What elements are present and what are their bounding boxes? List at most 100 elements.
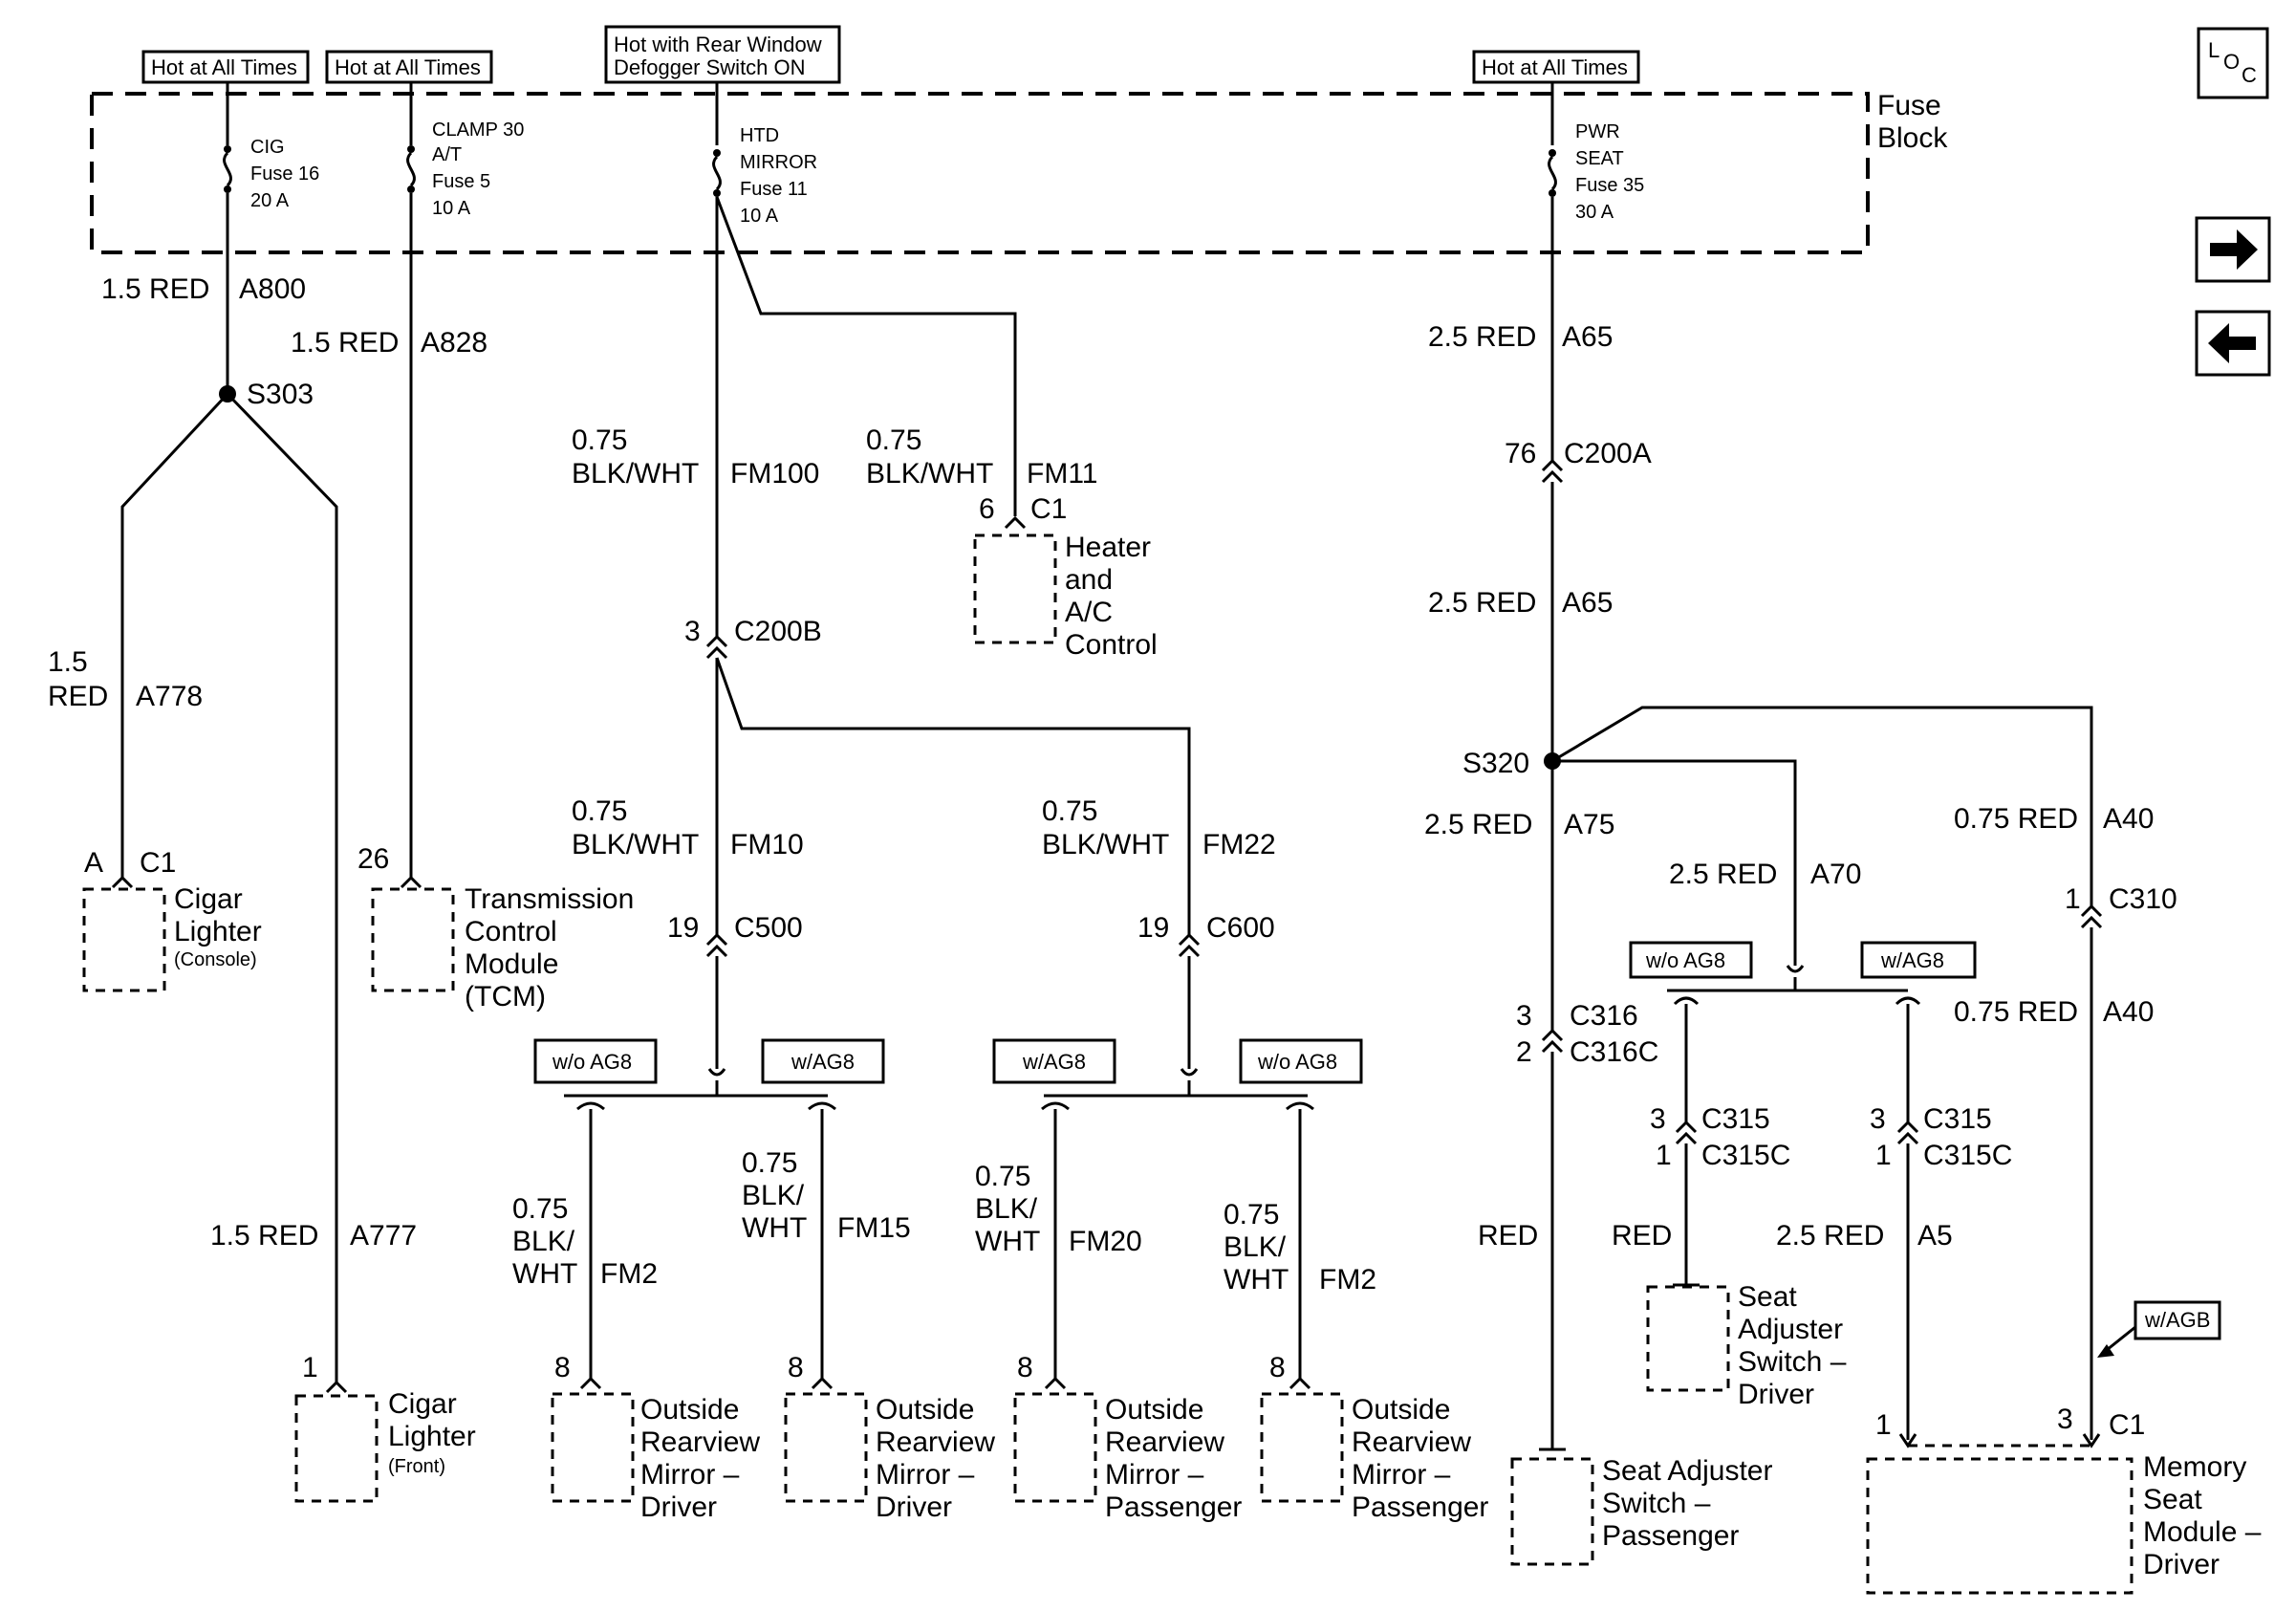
- svg-text:w/o AG8: w/o AG8: [1645, 948, 1725, 972]
- loc-icon: L: [2208, 38, 2220, 62]
- svg-text:Driver: Driver: [2143, 1549, 2220, 1580]
- svg-text:(TCM): (TCM): [465, 981, 546, 1012]
- svg-text:0.75: 0.75: [572, 795, 627, 827]
- svg-text:19: 19: [667, 912, 699, 944]
- svg-text:8: 8: [554, 1352, 571, 1383]
- component-mirror-driver-1: [551, 1392, 635, 1503]
- option-w-ag8-right: w/AG8: [992, 1038, 1116, 1084]
- svg-text:2.5 RED: 2.5 RED: [1424, 809, 1532, 840]
- svg-text:Rearview: Rearview: [876, 1426, 995, 1458]
- wire-fm100-circuit: FM100: [730, 458, 819, 490]
- connector-memory-c1: C1: [2109, 1409, 2145, 1441]
- svg-text:Control: Control: [465, 916, 557, 947]
- arrow-right-icon: [2210, 229, 2258, 270]
- svg-text:BLK/WHT: BLK/WHT: [1042, 829, 1169, 860]
- svg-text:BLK/WHT: BLK/WHT: [572, 829, 699, 860]
- svg-text:3: 3: [2057, 1404, 2073, 1435]
- wire-fm10-circuit: FM10: [730, 829, 804, 860]
- option-w-agb: w/AGB: [2134, 1300, 2221, 1340]
- svg-text:WHT: WHT: [975, 1226, 1040, 1257]
- svg-text:20 A: 20 A: [250, 190, 290, 211]
- svg-text:3: 3: [1870, 1103, 1886, 1135]
- option-wo-ag8-left: w/o AG8: [533, 1038, 658, 1084]
- svg-text:w/AG8: w/AG8: [791, 1050, 855, 1074]
- svg-text:1: 1: [1656, 1140, 1672, 1171]
- svg-text:2.5 RED: 2.5 RED: [1669, 859, 1777, 890]
- svg-text:Mirror –: Mirror –: [1105, 1459, 1204, 1491]
- option-w-ag8-seat: w/AG8: [1860, 941, 1977, 979]
- wire-a40-top-circuit: A40: [2103, 803, 2154, 835]
- previous-page-button[interactable]: [2195, 310, 2271, 377]
- svg-text:(Console): (Console): [174, 949, 257, 970]
- svg-text:Passenger: Passenger: [1105, 1491, 1242, 1523]
- svg-text:C1: C1: [1030, 493, 1067, 525]
- svg-text:A: A: [84, 847, 103, 879]
- fuse-5: CLAMP 30 A/T Fuse 5 10 A: [406, 120, 524, 219]
- svg-text:2: 2: [1516, 1036, 1532, 1068]
- svg-text:BLK/: BLK/: [512, 1226, 575, 1257]
- svg-text:Fuse 5: Fuse 5: [432, 171, 490, 192]
- svg-text:Mirror –: Mirror –: [640, 1459, 740, 1491]
- svg-text:Hot at All Times: Hot at All Times: [335, 55, 481, 79]
- svg-text:1.5 RED: 1.5 RED: [291, 327, 399, 359]
- svg-text:0.75: 0.75: [1224, 1199, 1279, 1230]
- connector-c315-right: C315: [1923, 1103, 1992, 1135]
- power-label-seat: Hot at All Times: [1472, 50, 1640, 84]
- svg-text:Outside: Outside: [1105, 1394, 1203, 1426]
- svg-text:Outside: Outside: [1352, 1394, 1450, 1426]
- svg-text:0.75 RED: 0.75 RED: [1954, 803, 2078, 835]
- svg-text:SEAT: SEAT: [1575, 148, 1624, 169]
- svg-text:BLK/WHT: BLK/WHT: [572, 458, 699, 490]
- next-page-button[interactable]: [2195, 216, 2271, 283]
- wire-fm2-left-circuit: FM2: [600, 1258, 658, 1290]
- option-w-ag8-left: w/AG8: [761, 1038, 885, 1084]
- svg-text:0.75: 0.75: [512, 1193, 568, 1225]
- svg-text:A/C: A/C: [1065, 597, 1113, 628]
- svg-text:1: 1: [2065, 883, 2081, 915]
- svg-text:Passenger: Passenger: [1352, 1491, 1488, 1523]
- svg-text:Fuse 11: Fuse 11: [740, 179, 808, 200]
- svg-text:0.75: 0.75: [866, 425, 921, 456]
- svg-text:Passenger: Passenger: [1602, 1520, 1739, 1552]
- svg-text:10 A: 10 A: [432, 198, 471, 219]
- wire-a800-gauge: 1.5 RED: [101, 273, 209, 305]
- connector-c310: C310: [2109, 883, 2177, 915]
- svg-text:Cigar: Cigar: [388, 1388, 457, 1420]
- svg-text:Module: Module: [465, 948, 558, 980]
- power-label-cig: Hot at All Times: [141, 50, 310, 84]
- svg-text:Rearview: Rearview: [1105, 1426, 1224, 1458]
- wire-a70-circuit: A70: [1810, 859, 1861, 890]
- connector-c200b: C200B: [734, 616, 822, 647]
- svg-text:Adjuster: Adjuster: [1738, 1314, 1843, 1345]
- component-mirror-driver-2: [784, 1392, 868, 1503]
- svg-text:MIRROR: MIRROR: [740, 152, 817, 173]
- svg-text:(Front): (Front): [388, 1456, 445, 1477]
- location-button[interactable]: L O C: [2197, 27, 2269, 99]
- svg-text:w/o AG8: w/o AG8: [1257, 1050, 1337, 1074]
- svg-text:BLK/: BLK/: [1224, 1231, 1287, 1263]
- wire-fm20-circuit: FM20: [1069, 1226, 1142, 1257]
- svg-text:Driver: Driver: [640, 1491, 717, 1523]
- connector-c500: C500: [734, 912, 803, 944]
- svg-text:8: 8: [788, 1352, 804, 1383]
- connector-c600: C600: [1206, 912, 1275, 944]
- svg-text:A/T: A/T: [432, 144, 462, 165]
- svg-text:Lighter: Lighter: [388, 1421, 476, 1452]
- connector-c200a: C200A: [1564, 438, 1652, 469]
- fuse-block-label: Fuse: [1877, 90, 1941, 121]
- svg-text:and: and: [1065, 564, 1113, 596]
- component-tcm: [371, 887, 455, 992]
- component-mirror-passenger-1: [1013, 1392, 1097, 1503]
- svg-text:w/AG8: w/AG8: [1880, 948, 1944, 972]
- svg-text:19: 19: [1137, 912, 1169, 944]
- svg-text:RED: RED: [1612, 1220, 1672, 1252]
- svg-text:30 A: 30 A: [1575, 202, 1614, 223]
- svg-text:w/AG8: w/AG8: [1022, 1050, 1086, 1074]
- fuse-11: HTD MIRROR Fuse 11 10 A: [712, 125, 817, 227]
- wire-a40-bot-circuit: A40: [2103, 996, 2154, 1028]
- svg-text:0.75: 0.75: [975, 1161, 1030, 1192]
- svg-text:Rearview: Rearview: [1352, 1426, 1471, 1458]
- svg-text:Module –: Module –: [2143, 1516, 2262, 1548]
- svg-text:3: 3: [684, 616, 701, 647]
- wire-a828-circuit: A828: [421, 327, 487, 359]
